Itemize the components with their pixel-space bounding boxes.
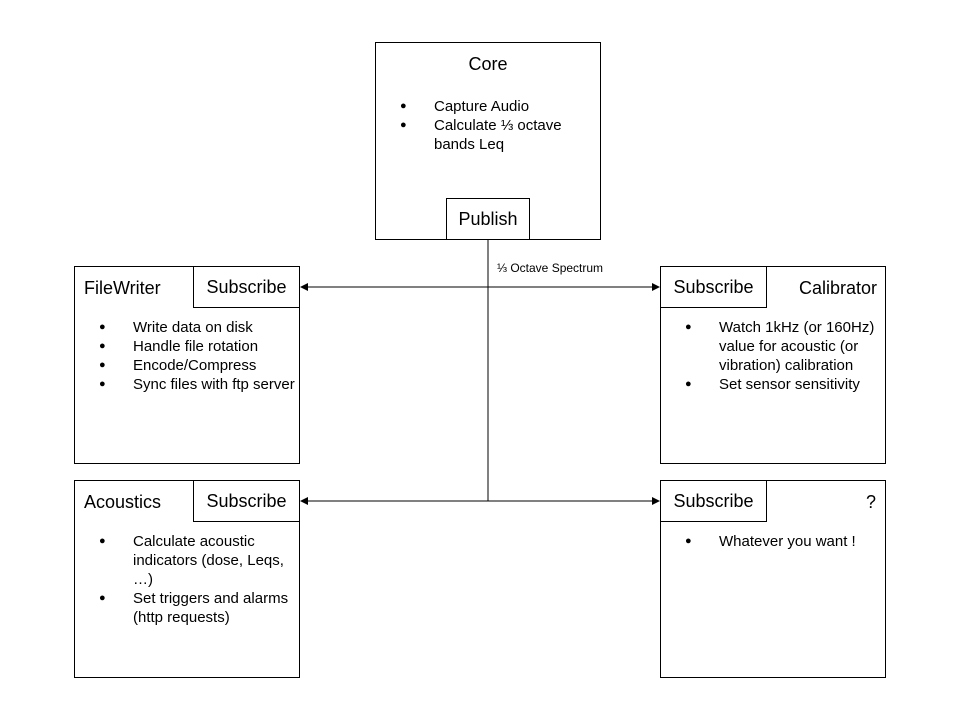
core-box: Core Capture Audio Calculate ⅓ octave ba… [375,42,601,240]
filewriter-box: FileWriter Subscribe Write data on disk … [74,266,300,464]
list-item: Watch 1kHz (or 160Hz) value for acoustic… [685,318,881,375]
list-item: Set sensor sensitivity [685,375,881,394]
list-item: Capture Audio [400,97,590,116]
filewriter-subscribe-button[interactable]: Subscribe [193,266,300,308]
filewriter-list: Write data on disk Handle file rotation … [99,318,299,394]
custom-title: ? [865,492,876,512]
calibrator-title: Calibrator [798,278,877,298]
list-item: Sync files with ftp server [99,375,299,394]
custom-box: Subscribe ? Whatever you want ! [660,480,886,678]
acoustics-box: Acoustics Subscribe Calculate acoustic i… [74,480,300,678]
custom-subscribe-button[interactable]: Subscribe [660,480,767,522]
core-title: Core [468,54,508,74]
core-list: Capture Audio Calculate ⅓ octave bands L… [400,97,590,154]
list-item: Handle file rotation [99,337,299,356]
acoustics-subscribe-button[interactable]: Subscribe [193,480,300,522]
list-item: Whatever you want ! [685,532,881,551]
list-item: Calculate acoustic indicators (dose, Leq… [99,532,299,589]
list-item: Write data on disk [99,318,299,337]
flow-label: ⅓ Octave Spectrum [497,261,604,275]
list-item: Encode/Compress [99,356,299,375]
calibrator-subscribe-button[interactable]: Subscribe [660,266,767,308]
list-item: Set triggers and alarms (http requests) [99,589,299,627]
acoustics-list: Calculate acoustic indicators (dose, Leq… [99,532,299,627]
publish-button[interactable]: Publish [446,198,530,240]
calibrator-box: Subscribe Calibrator Watch 1kHz (or 160H… [660,266,886,464]
acoustics-title: Acoustics [84,492,162,512]
calibrator-list: Watch 1kHz (or 160Hz) value for acoustic… [685,318,881,394]
custom-list: Whatever you want ! [685,532,881,551]
filewriter-title: FileWriter [84,278,161,298]
list-item: Calculate ⅓ octave bands Leq [400,116,590,154]
